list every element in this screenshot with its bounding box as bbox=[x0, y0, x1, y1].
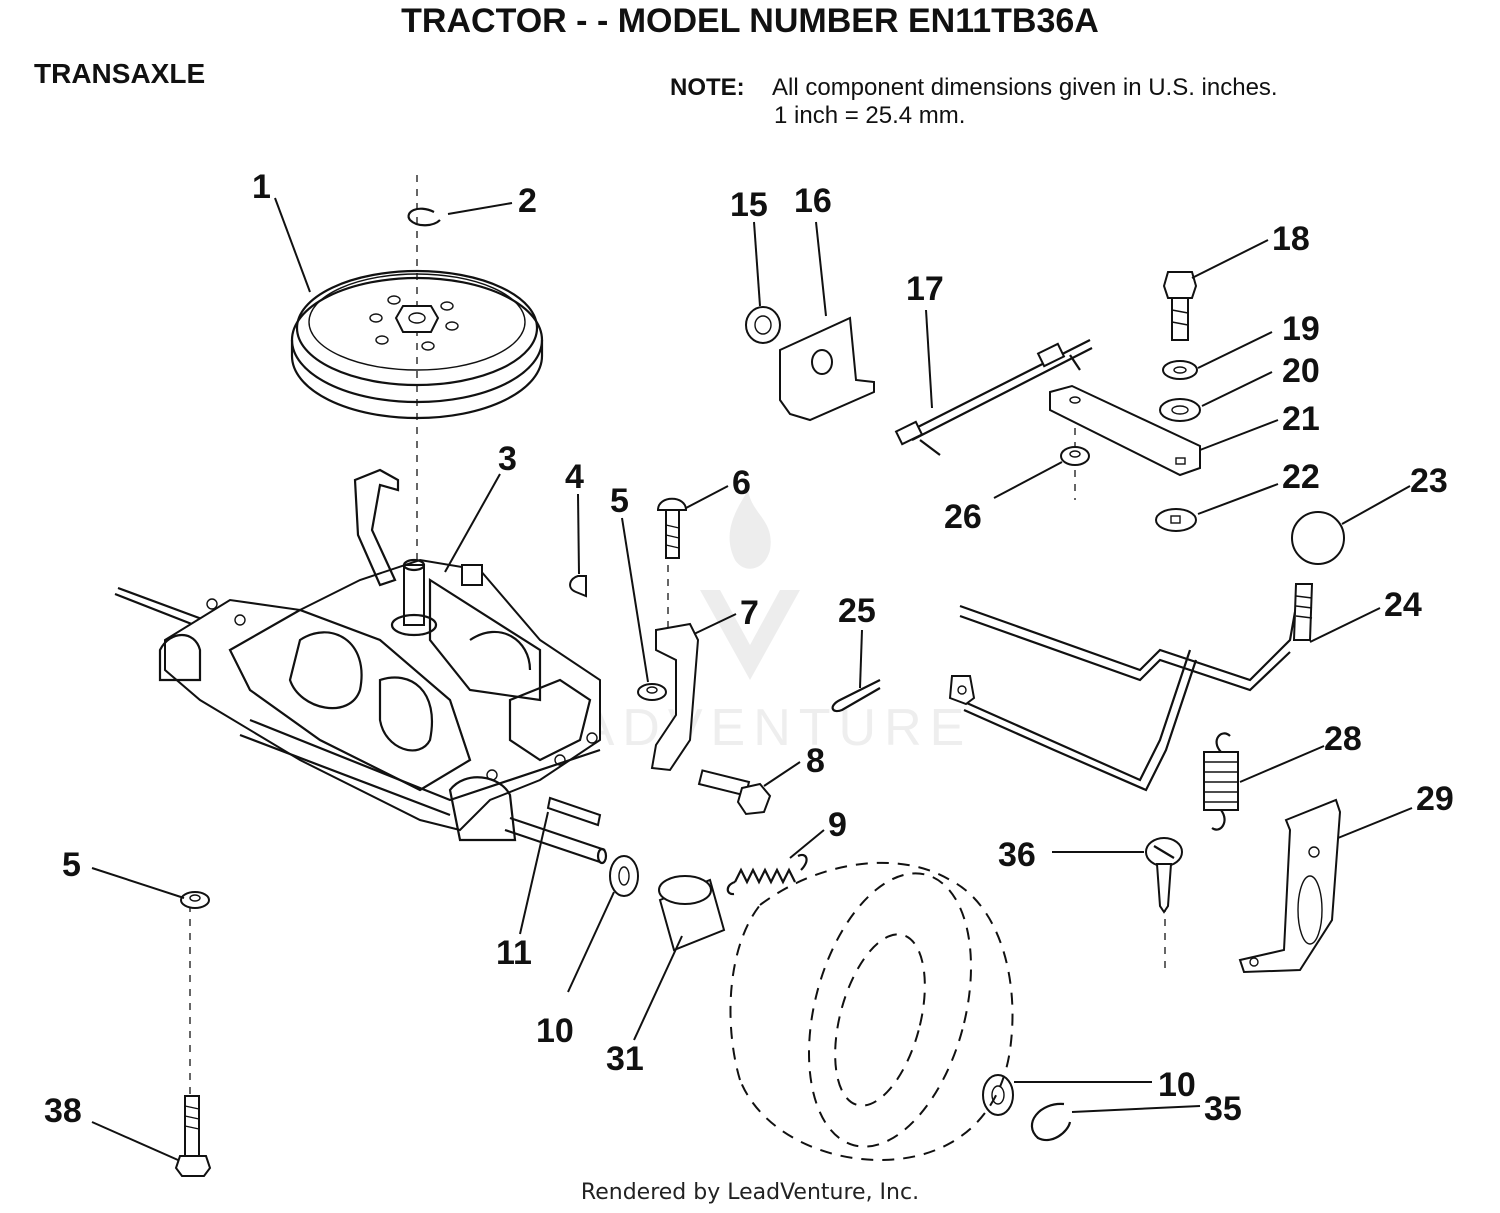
callout-numbers: 1 2 3 4 5 6 7 8 9 5 11 10 31 15 16 17 18… bbox=[44, 168, 1454, 1130]
leader-lines bbox=[91, 197, 1413, 1161]
link-plate-part-21 bbox=[1049, 384, 1201, 477]
note-line-2: 1 inch = 25.4 mm. bbox=[774, 102, 966, 129]
callout-16: 16 bbox=[794, 182, 832, 220]
washer-part-10-upper bbox=[609, 855, 639, 897]
callout-2: 2 bbox=[518, 182, 537, 220]
washer-part-22 bbox=[1155, 508, 1197, 532]
pivot-bracket-part-16 bbox=[779, 316, 875, 422]
transaxle-housing-part-3 bbox=[114, 468, 601, 842]
bolt-part-38 bbox=[174, 1095, 212, 1177]
spring-part-28 bbox=[1203, 732, 1239, 831]
callout-35: 35 bbox=[1204, 1090, 1242, 1128]
callout-38: 38 bbox=[44, 1092, 82, 1130]
nut-part-5-lower bbox=[180, 891, 210, 909]
key-part-4 bbox=[569, 575, 587, 598]
footer-credit: Rendered by LeadVenture, Inc. bbox=[580, 1180, 920, 1205]
dimension-note: NOTE: All component dimensions given in U… bbox=[670, 74, 1278, 130]
washer-part-15 bbox=[745, 306, 781, 344]
callout-5-lower: 5 bbox=[62, 846, 81, 884]
page-title: TRACTOR - - MODEL NUMBER EN11TB36A bbox=[401, 2, 1099, 40]
callout-18: 18 bbox=[1272, 220, 1310, 258]
wheel-outline bbox=[729, 861, 1014, 1162]
callout-21: 21 bbox=[1282, 400, 1320, 438]
bracket-part-7 bbox=[650, 622, 700, 772]
section-heading: TRANSAXLE bbox=[34, 58, 206, 89]
knob-part-23 bbox=[1291, 511, 1345, 565]
screw-part-36 bbox=[1145, 837, 1183, 914]
callout-23: 23 bbox=[1410, 462, 1448, 500]
axle-key-part-11 bbox=[504, 796, 608, 865]
callout-5-upper: 5 bbox=[610, 482, 629, 520]
callout-19: 19 bbox=[1282, 310, 1320, 348]
callout-26: 26 bbox=[944, 498, 982, 536]
callout-10-lower: 10 bbox=[1158, 1066, 1196, 1104]
retaining-clip-part-35 bbox=[1030, 1102, 1072, 1141]
callout-36: 36 bbox=[998, 836, 1036, 874]
e-clip-part-2 bbox=[407, 207, 441, 227]
pulley-part-1 bbox=[290, 269, 544, 420]
callout-15: 15 bbox=[730, 186, 768, 224]
control-rod-part-17 bbox=[894, 339, 1093, 456]
cotter-pin-part-25 bbox=[831, 679, 881, 713]
callout-20: 20 bbox=[1282, 352, 1320, 390]
lock-washer-part-19 bbox=[1162, 360, 1198, 380]
callout-1: 1 bbox=[252, 168, 271, 206]
washer-part-20 bbox=[1159, 398, 1201, 422]
note-label: NOTE: bbox=[670, 74, 745, 101]
spring-part-9 bbox=[726, 853, 808, 896]
callout-28: 28 bbox=[1324, 720, 1362, 758]
callout-25: 25 bbox=[838, 592, 876, 630]
hex-bolt-part-8 bbox=[697, 769, 772, 816]
callout-7: 7 bbox=[740, 594, 759, 632]
callout-22: 22 bbox=[1282, 458, 1320, 496]
carriage-bolt-part-6 bbox=[656, 497, 688, 559]
callout-11: 11 bbox=[496, 934, 532, 972]
callout-8: 8 bbox=[806, 742, 825, 780]
lever-rod-part-24 bbox=[948, 583, 1314, 792]
nut-part-26 bbox=[1060, 446, 1090, 466]
washer-part-10-lower bbox=[982, 1074, 1014, 1116]
callout-17: 17 bbox=[906, 270, 944, 308]
callout-6: 6 bbox=[732, 464, 751, 502]
callout-9: 9 bbox=[828, 806, 847, 844]
callout-10-upper: 10 bbox=[536, 1012, 574, 1050]
callout-24: 24 bbox=[1384, 586, 1422, 624]
callout-31: 31 bbox=[606, 1040, 644, 1078]
callout-29: 29 bbox=[1416, 780, 1454, 818]
bolt-part-18 bbox=[1162, 271, 1198, 341]
callout-3: 3 bbox=[498, 440, 517, 478]
spacer-part-31 bbox=[658, 875, 726, 952]
callout-4: 4 bbox=[565, 458, 584, 496]
mount-bracket-part-29 bbox=[1238, 798, 1342, 974]
nut-part-5-upper bbox=[637, 683, 667, 701]
note-line-1: All component dimensions given in U.S. i… bbox=[772, 74, 1278, 101]
